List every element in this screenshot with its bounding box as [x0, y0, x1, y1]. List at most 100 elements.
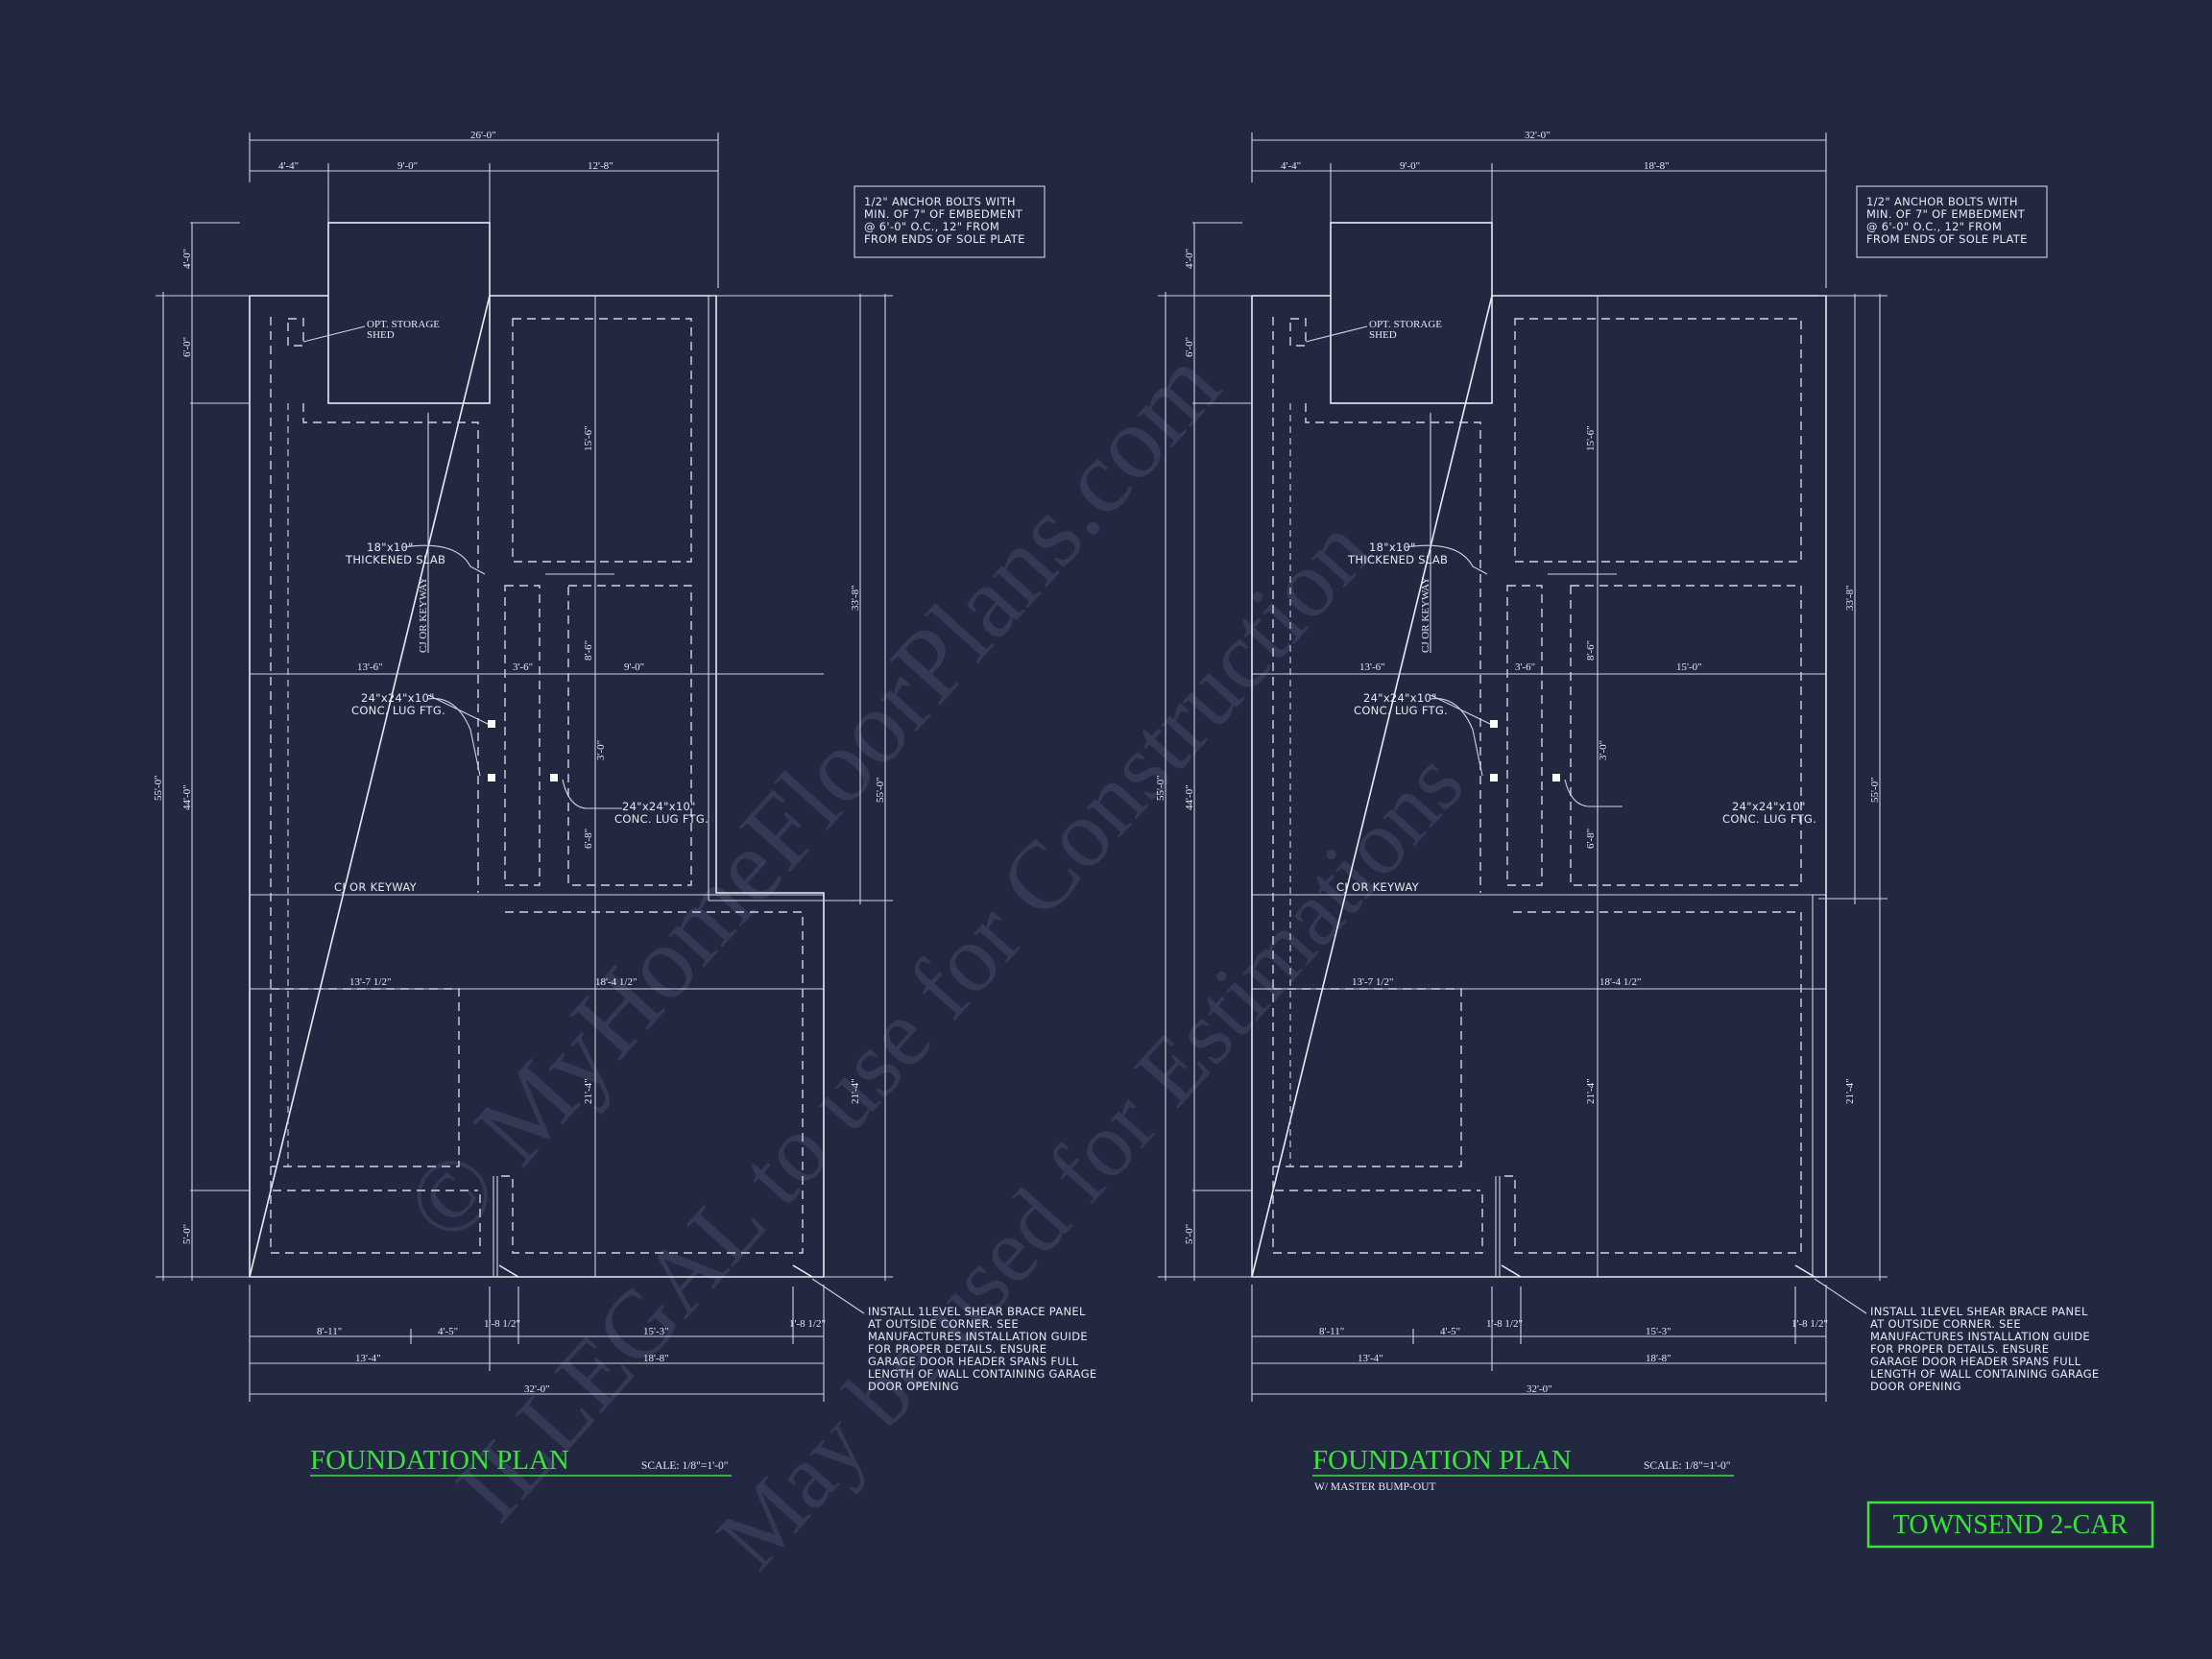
anchor-note-2: MIN. OF 7" OF EMBEDMENT [1866, 207, 2026, 221]
shear-note-7: DOOR OPENING [1870, 1380, 1961, 1393]
right-dimensions: 33'-8" 55'-0" 21'-4" [1818, 294, 1887, 1281]
right-dimensions: 33'-8" 55'-0" 21'-4" [710, 294, 893, 1281]
shed-label-2: SHED [367, 329, 395, 341]
top-dimensions: 26'-0" 4'-4" 9'-0" 12'-8" [249, 130, 719, 288]
shed-label-1: OPT. STORAGE [1369, 319, 1442, 330]
dim-int-d: 6'-8" [1585, 829, 1597, 849]
dim-low-1: 13'-7 1/2" [1352, 976, 1393, 988]
shear-note-3: MANUFACTURES INSTALLATION GUIDE [868, 1330, 1088, 1343]
lug-ftg-right-1: 24"x24"x10" [622, 800, 696, 813]
pier-3 [550, 774, 558, 781]
dim-bot-g: 18'-8" [643, 1353, 669, 1364]
dim-top-b: 9'-0" [1400, 160, 1420, 172]
lug-ftg-right-1: 24"x24"x10" [1732, 800, 1806, 813]
anchor-note-3: @ 6'-0" O.C., 12" FROM [1866, 220, 2002, 233]
dim-bot-f: 13'-4" [1358, 1353, 1383, 1364]
dim-right-c: 21'-4" [1844, 1078, 1856, 1104]
dim-right-c: 21'-4" [850, 1078, 861, 1104]
dim-mid-3: 15'-0" [1676, 661, 1702, 673]
dim-top-c: 12'-8" [588, 160, 613, 172]
plan-scale: SCALE: 1/8"=1'-0" [641, 1460, 728, 1472]
dim-left-a: 4'-0" [181, 249, 193, 269]
dim-int-a: 15'-6" [583, 425, 594, 451]
dim-overall-width: 32'-0" [1525, 130, 1551, 141]
shear-note-6: LENGTH OF WALL CONTAINING GARAGE [1870, 1367, 2100, 1381]
shear-note-4: FOR PROPER DETAILS. ENSURE [1870, 1342, 2049, 1356]
cj-keyway-horizontal: CJ OR KEYWAY [1336, 880, 1420, 894]
dim-left-overall: 55'-0" [153, 775, 164, 801]
foundation-plan-left: 26'-0" 4'-4" 9'-0" 12'-8" OPT. STORAGE S… [153, 130, 1097, 1477]
pier-1 [488, 720, 495, 728]
pier-1 [1490, 720, 1498, 728]
bottom-dimensions: 8'-11" 4'-5" 1'-8 1/2" 15'-3" 1'-8 1/2" … [1251, 1285, 1828, 1402]
dim-top-a: 4'-4" [278, 160, 299, 172]
dim-right-a: 33'-8" [1844, 585, 1856, 611]
lug-ftg-left-1: 24"x24"x10" [1363, 691, 1437, 705]
bottom-dimensions: 8'-11" 4'-5" 1'-8 1/2" 15'-3" 1'-8 1/2" … [249, 1285, 826, 1402]
dim-left-d: 5'-0" [1184, 1224, 1195, 1244]
storage-shed-outline [1330, 222, 1493, 404]
anchor-note-1: 1/2" ANCHOR BOLTS WITH [1866, 195, 2018, 208]
pier-2 [1490, 774, 1498, 781]
dim-int-d: 6'-8" [583, 829, 594, 849]
foundation-plan-right: 32'-0" 4'-4" 9'-0" 18'-8" OPT. STORAGE S… [1155, 130, 2100, 1493]
dim-bot-c: 1'-8 1/2" [1486, 1318, 1523, 1330]
cj-keyway-vertical: CJ OR KEYWAY [1420, 577, 1431, 653]
dim-bot-a: 8'-11" [317, 1326, 342, 1337]
cj-keyway-horizontal: CJ OR KEYWAY [334, 880, 418, 894]
shear-note-1: INSTALL 1LEVEL SHEAR BRACE PANEL [1870, 1305, 2088, 1318]
pier-2 [488, 774, 495, 781]
storage-shed-outline [327, 222, 491, 404]
dim-left-c: 44'-0" [1184, 784, 1195, 810]
dim-int-c: 3'-0" [595, 740, 607, 760]
plan-title: FOUNDATION PLAN [310, 1445, 569, 1476]
project-stamp: TOWNSEND 2-CAR [1866, 1501, 2154, 1549]
shear-note-5: GARAGE DOOR HEADER SPANS FULL [1870, 1355, 2081, 1368]
dim-int-b: 8'-6" [583, 640, 594, 661]
dim-mid-3: 9'-0" [624, 661, 644, 673]
dim-low-2: 18'-4 1/2" [1599, 976, 1641, 988]
plan-scale: SCALE: 1/8"=1'-0" [1644, 1460, 1730, 1472]
dim-right-b: 55'-0" [1869, 777, 1881, 803]
dim-left-overall: 55'-0" [1155, 775, 1166, 801]
shear-note-1: INSTALL 1LEVEL SHEAR BRACE PANEL [868, 1305, 1086, 1318]
dim-bot-e: 1'-8 1/2" [789, 1318, 826, 1330]
anchor-bolt-note-box [854, 185, 1046, 258]
shear-note-2: AT OUTSIDE CORNER. SEE [868, 1317, 1019, 1331]
thickened-slab-label-1: 18"x10" [1369, 541, 1416, 554]
plan-title: FOUNDATION PLAN [1312, 1445, 1572, 1476]
dim-bot-c: 1'-8 1/2" [484, 1318, 520, 1330]
dim-top-c: 18'-8" [1644, 160, 1670, 172]
anchor-note-3: @ 6'-0" O.C., 12" FROM [864, 220, 999, 233]
anchor-note-4: FROM ENDS OF SOLE PLATE [864, 232, 1025, 246]
dim-bot-g: 18'-8" [1646, 1353, 1671, 1364]
anchor-note-1: 1/2" ANCHOR BOLTS WITH [864, 195, 1016, 208]
shed-label-2: SHED [1369, 329, 1397, 341]
dim-mid-2: 3'-6" [513, 661, 533, 673]
dim-bot-overall: 32'-0" [524, 1383, 550, 1395]
shear-note-6: LENGTH OF WALL CONTAINING GARAGE [868, 1367, 1097, 1381]
shear-note-5: GARAGE DOOR HEADER SPANS FULL [868, 1355, 1079, 1368]
dim-bot-b: 4'-5" [438, 1326, 458, 1337]
plan-subtitle: W/ MASTER BUMP-OUT [1314, 1481, 1436, 1493]
dim-overall-width: 26'-0" [470, 130, 496, 141]
dim-bot-d: 15'-3" [643, 1326, 669, 1337]
dim-bot-f: 13'-4" [355, 1353, 381, 1364]
left-dimensions: 4'-0" 6'-0" 44'-0" 5'-0" 55'-0" [1155, 222, 1252, 1281]
shear-note-3: MANUFACTURES INSTALLATION GUIDE [1870, 1330, 2090, 1343]
shear-note-7: DOOR OPENING [868, 1380, 959, 1393]
dim-top-a: 4'-4" [1281, 160, 1301, 172]
shed-label-1: OPT. STORAGE [367, 319, 440, 330]
anchor-bolt-note-box [1856, 185, 2048, 258]
dim-mid-2: 3'-6" [1515, 661, 1535, 673]
dim-left-b: 6'-0" [181, 337, 193, 357]
shear-note-2: AT OUTSIDE CORNER. SEE [1870, 1317, 2021, 1331]
dim-mid-1: 13'-6" [1359, 661, 1385, 673]
dim-int-c: 3'-0" [1598, 740, 1609, 760]
dim-right-b: 55'-0" [875, 777, 886, 803]
dim-int-e: 21'-4" [583, 1078, 594, 1104]
dim-int-a: 15'-6" [1585, 425, 1597, 451]
dim-left-c: 44'-0" [181, 784, 193, 810]
pier-3 [1552, 774, 1560, 781]
